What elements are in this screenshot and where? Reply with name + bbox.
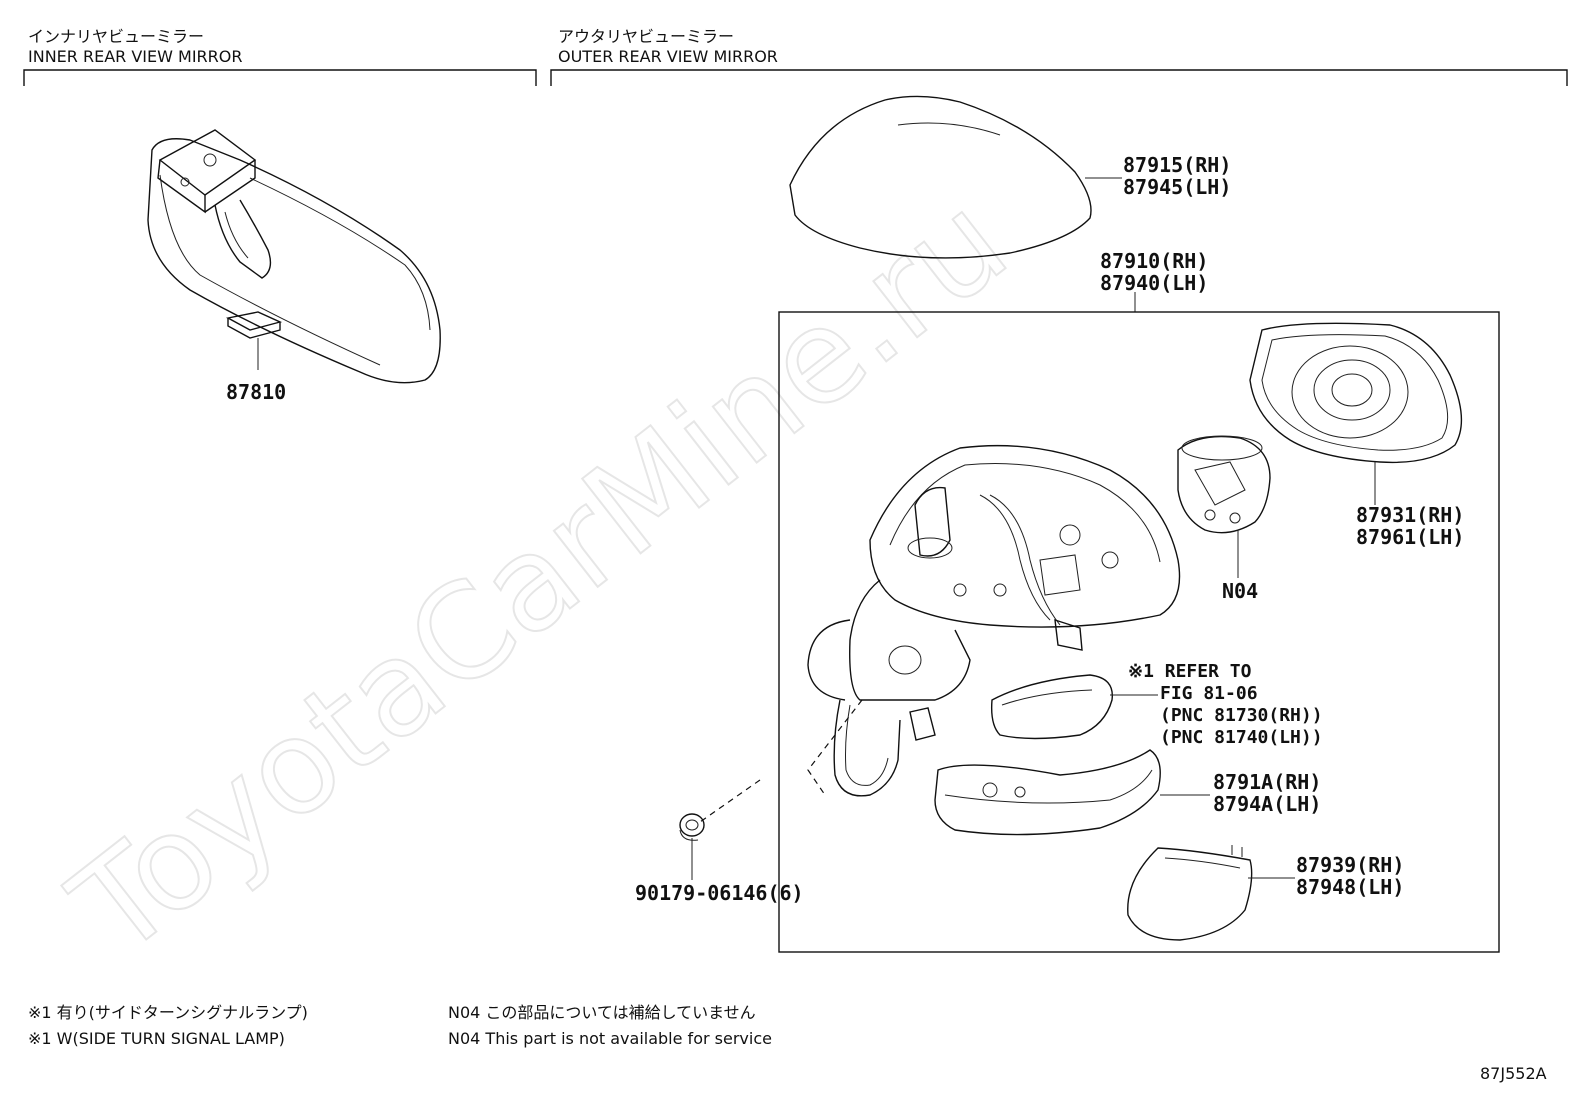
refer-line1: ※1 REFER TO	[1128, 661, 1252, 682]
part-87948: 87948(LH)	[1296, 875, 1404, 899]
note1-en: ※1 W(SIDE TURN SIGNAL LAMP)	[28, 1029, 285, 1048]
part-87910: 87910(RH)	[1100, 249, 1208, 273]
mirror-glass-drawing	[1249, 322, 1463, 505]
outer-section-header: アウタリヤビューミラー OUTER REAR VIEW MIRROR	[550, 27, 1568, 86]
side-lamp-drawing	[990, 674, 1158, 740]
inner-title-en: INNER REAR VIEW MIRROR	[28, 47, 243, 66]
part-8794A: 8794A(LH)	[1213, 792, 1321, 816]
inner-section-header: インナリヤビューミラー INNER REAR VIEW MIRROR	[23, 27, 537, 86]
part-8791A: 8791A(RH)	[1213, 770, 1321, 794]
part-87961: 87961(LH)	[1356, 525, 1464, 549]
nut-drawing	[679, 813, 705, 880]
part-90179: 90179-06146(6)	[635, 881, 804, 905]
note1-jp: ※1 有り(サイドターンシグナルランプ)	[28, 1003, 308, 1022]
part-87931: 87931(RH)	[1356, 503, 1464, 527]
part-87940: 87940(LH)	[1100, 271, 1208, 295]
part-N04: N04	[1222, 579, 1258, 603]
turn-signal-drawing	[934, 749, 1210, 836]
assembly-frame	[778, 311, 1500, 953]
part-87939: 87939(RH)	[1296, 853, 1404, 877]
outer-title-en: OUTER REAR VIEW MIRROR	[558, 47, 778, 66]
lower-cover-drawing	[1127, 845, 1295, 941]
inner-bracket	[23, 69, 537, 86]
part-87810: 87810	[226, 380, 286, 404]
refer-line2: FIG 81-06	[1160, 683, 1258, 704]
mirror-cover-drawing	[789, 95, 1122, 259]
part-87915: 87915(RH)	[1123, 153, 1231, 177]
outer-title-jp: アウタリヤビューミラー	[558, 27, 734, 46]
outer-bracket	[550, 69, 1568, 86]
inner-mirror-drawing	[147, 129, 441, 384]
actuator-drawing	[1177, 435, 1271, 578]
refer-line3: (PNC 81730(RH))	[1160, 705, 1323, 726]
refer-line4: (PNC 81740(LH))	[1160, 727, 1323, 748]
note2-jp: N04 この部品については補給していません	[448, 1003, 756, 1022]
part-87945: 87945(LH)	[1123, 175, 1231, 199]
footnotes: ※1 有り(サイドターンシグナルランプ) ※1 W(SIDE TURN SIGN…	[28, 1003, 772, 1048]
watermark: ToyotaCarMine.ru	[45, 165, 1034, 985]
inner-title-jp: インナリヤビューミラー	[28, 27, 204, 46]
note2-en: N04 This part is not available for servi…	[448, 1029, 772, 1048]
figure-id: 87J552A	[1480, 1064, 1547, 1083]
mirror-body-drawing	[699, 444, 1181, 823]
refer-note: ※1 REFER TO FIG 81-06 (PNC 81730(RH)) (P…	[1128, 661, 1323, 748]
